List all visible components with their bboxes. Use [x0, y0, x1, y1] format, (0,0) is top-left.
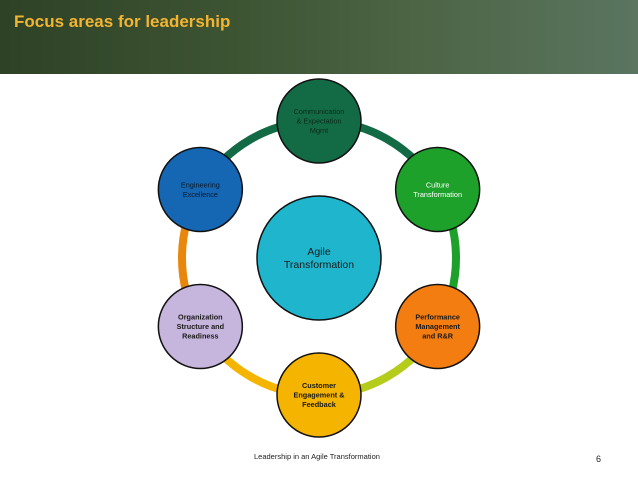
- node-organization-structure-and-readiness-line-2: Structure and: [177, 322, 224, 331]
- node-performance-management-and-r-r-circle: [394, 283, 481, 370]
- header-bar: Focus areas for leadership: [0, 0, 638, 74]
- node-culture-transformation-line-2: Transformation: [413, 190, 462, 199]
- node-organization-structure-and-readiness-line-1: Organization: [178, 313, 223, 322]
- node-customer-engagement-feedback-line-2: Engagement &: [293, 391, 345, 400]
- node-communication-expectation-mgmt-line-1: Communication: [294, 107, 345, 116]
- footer-text: Leadership in an Agile Transformation: [254, 452, 380, 461]
- node-engineering-excellence-line-2: Excellence: [183, 190, 218, 199]
- slide-title: Focus areas for leadership: [14, 12, 231, 31]
- node-organization-structure-and-readiness-circle: [157, 283, 244, 370]
- center-label-line-1: Agile: [307, 246, 331, 258]
- node-customer-engagement-feedback-circle: [276, 352, 362, 438]
- node-customer-engagement-feedback-line-3: Feedback: [302, 400, 337, 409]
- diagram-nodes: Communication& ExpectationMgmtCultureTra…: [157, 78, 481, 438]
- center-label-line-2: Transformation: [284, 259, 354, 271]
- node-performance-management-and-r-r-line-2: Management: [415, 322, 460, 331]
- node-organization-structure-and-readiness-line-3: Readiness: [182, 332, 219, 341]
- node-communication-expectation-mgmt-line-3: Mgmt: [310, 126, 328, 135]
- page-number: 6: [596, 454, 602, 464]
- node-customer-engagement-feedback-line-1: Customer: [302, 381, 336, 390]
- node-communication-expectation-mgmt-line-2: & Expectation: [296, 117, 341, 126]
- center-circle: [256, 195, 382, 321]
- node-culture-transformation-circle: [394, 146, 481, 233]
- node-performance-management-and-r-r-line-1: Performance: [415, 313, 460, 322]
- node-engineering-excellence-line-1: Engineering: [181, 180, 220, 189]
- node-engineering-excellence-circle: [157, 146, 244, 233]
- node-culture-transformation-line-1: Culture: [426, 180, 450, 189]
- node-communication-expectation-mgmt-circle: [276, 78, 362, 164]
- node-performance-management-and-r-r-line-3: and R&R: [422, 332, 454, 341]
